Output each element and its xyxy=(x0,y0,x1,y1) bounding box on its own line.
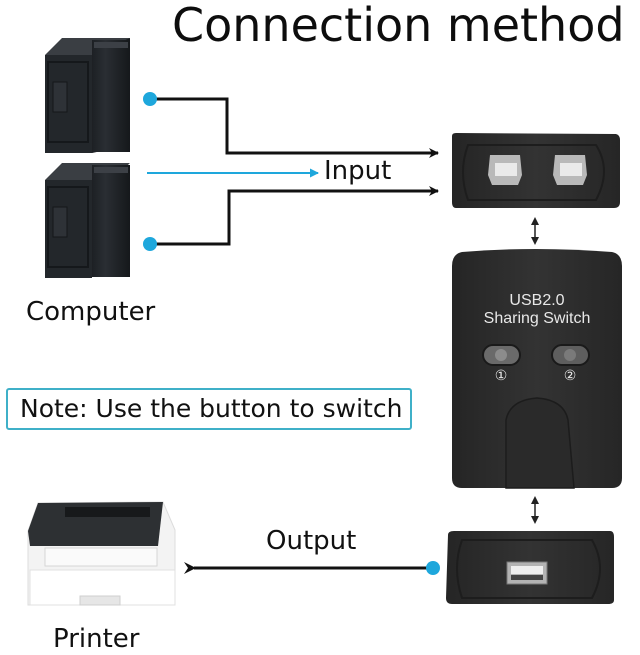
device-model-line-1: USB2.0 xyxy=(509,292,565,309)
computer-tower-1 xyxy=(45,38,130,153)
usb-a-port-module xyxy=(446,531,614,604)
printer-image xyxy=(27,501,176,606)
input-connector-2 xyxy=(143,186,439,251)
usb-b-port-1 xyxy=(488,155,522,185)
usb-a-port xyxy=(506,561,548,585)
button-2-label: ② xyxy=(563,367,577,383)
printer-label: Printer xyxy=(53,624,140,654)
double-arrow-icon-bottom xyxy=(531,496,539,524)
computer-tower-2 xyxy=(45,163,130,278)
input-label: Input xyxy=(324,156,392,186)
note-box: Note: Use the button to switch xyxy=(6,388,412,430)
usb-b-port-2 xyxy=(553,155,587,185)
input-connector-1 xyxy=(143,92,439,158)
output-connector xyxy=(184,561,440,575)
switch-button-2[interactable] xyxy=(551,344,590,366)
button-1-label: ① xyxy=(494,367,508,383)
computer-label: Computer xyxy=(26,297,156,327)
device-model-line-2: Sharing Switch xyxy=(483,310,591,327)
output-label: Output xyxy=(266,526,357,556)
usb-sharing-switch xyxy=(452,249,622,489)
usb-b-port-module xyxy=(452,133,620,208)
page-title: Connection method xyxy=(172,0,625,52)
switch-button-1[interactable] xyxy=(482,344,521,366)
double-arrow-icon-top xyxy=(531,217,539,245)
